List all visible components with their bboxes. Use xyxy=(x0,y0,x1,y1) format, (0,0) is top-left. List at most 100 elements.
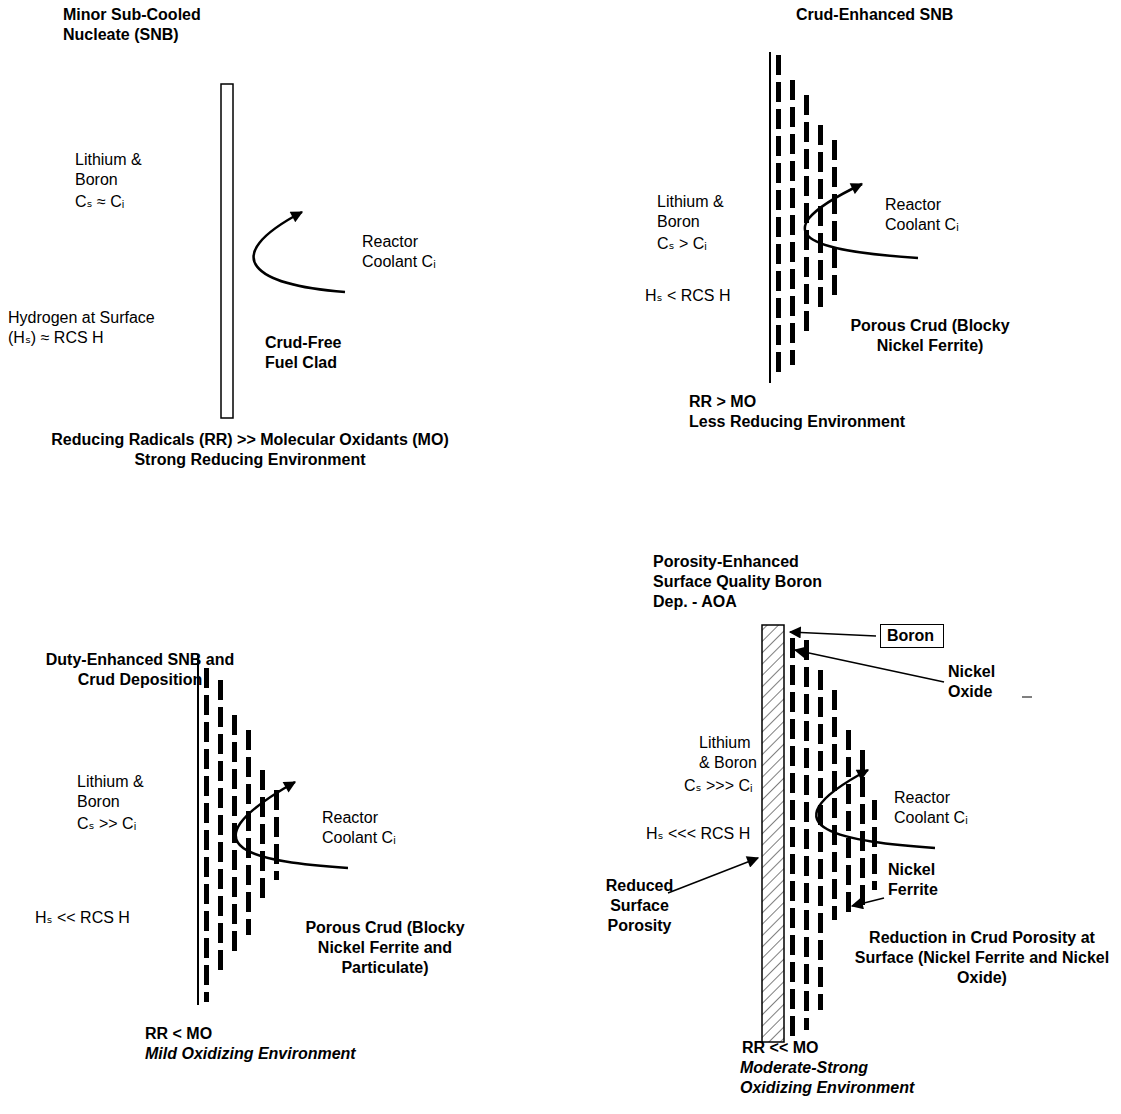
crud-particle xyxy=(818,886,823,906)
crud-particle xyxy=(872,827,877,847)
crud-particle xyxy=(204,803,209,823)
crud-particle xyxy=(204,857,209,877)
crud-particle xyxy=(860,750,865,770)
crud-particle xyxy=(204,884,209,904)
crud-particle xyxy=(790,269,795,289)
annotation-text: Reactor Coolant Cᵢ xyxy=(894,788,989,828)
crud-particle xyxy=(818,125,823,145)
crud-particle xyxy=(818,751,823,771)
annotation-text: Cₛ > Cᵢ xyxy=(657,234,757,254)
annotation-text: Hydrogen at Surface (Hₛ) ≈ RCS H xyxy=(8,308,168,348)
crud-particle xyxy=(776,55,781,75)
fuel-clad xyxy=(221,84,233,418)
crud-particle xyxy=(246,892,251,912)
crud-particle xyxy=(832,906,837,920)
annotation-text: Lithium & Boron xyxy=(75,150,150,190)
crud-particle xyxy=(790,935,795,955)
crud-particle xyxy=(246,730,251,750)
crud-particle xyxy=(790,161,795,181)
crud-particle xyxy=(246,838,251,858)
caption-text: Reducing Radicals (RR) >> Molecular Oxid… xyxy=(35,430,465,470)
crud-particle xyxy=(846,811,851,831)
caption-text: Porous Crud (Blocky Nickel Ferrite) xyxy=(835,316,1025,356)
crud-particle xyxy=(790,719,795,739)
crud-particle xyxy=(804,910,809,930)
annotation-text: Lithium & Boron xyxy=(657,192,732,232)
box-label: Boron xyxy=(887,627,934,644)
leader-line xyxy=(795,650,944,682)
crud-particle xyxy=(776,82,781,102)
crud-particle xyxy=(832,798,837,818)
crud-particle xyxy=(218,680,223,700)
fuel-clad xyxy=(197,655,199,1005)
crud-particle xyxy=(790,800,795,820)
crud-particle xyxy=(790,854,795,874)
crud-particle xyxy=(204,695,209,715)
leader-line xyxy=(790,632,876,636)
annotation-text: Lithium & Boron xyxy=(699,733,759,773)
caption-text: Mild Oxidizing Environment xyxy=(145,1044,405,1064)
crud-particle xyxy=(232,796,237,816)
crud-particle xyxy=(804,883,809,903)
crud-particle xyxy=(804,257,809,277)
crud-particle xyxy=(804,176,809,196)
crud-particle xyxy=(790,215,795,235)
crud-particle xyxy=(818,913,823,933)
crud-particle xyxy=(818,670,823,690)
crud-particle xyxy=(776,136,781,156)
crud-particle xyxy=(832,744,837,764)
crud-particle xyxy=(804,937,809,957)
crud-particle xyxy=(790,638,795,658)
crud-particle xyxy=(832,221,837,241)
crud-particle xyxy=(776,109,781,129)
crud-particle xyxy=(204,776,209,796)
crud-particle xyxy=(218,896,223,916)
crud-particle xyxy=(818,260,823,280)
crud-particle xyxy=(776,352,781,372)
crud-particle xyxy=(818,287,823,307)
annotation-text: Reactor Coolant Cᵢ xyxy=(322,808,417,848)
crud-particle xyxy=(776,325,781,345)
crud-particle xyxy=(832,167,837,187)
crud-particle xyxy=(790,908,795,928)
crud-particle xyxy=(790,80,795,100)
crud-particle xyxy=(790,188,795,208)
crud-particle xyxy=(832,852,837,872)
crud-particle xyxy=(790,350,795,365)
crud-particle xyxy=(776,244,781,264)
annotation-text: Cₛ >>> Cᵢ xyxy=(684,776,756,796)
crud-particle xyxy=(804,802,809,822)
leader-line xyxy=(668,858,758,893)
crud-particle xyxy=(204,911,209,931)
crud-particle xyxy=(776,217,781,237)
crud-particle xyxy=(804,829,809,849)
crud-particle xyxy=(218,815,223,835)
caption-text: Porosity-Enhanced Surface Quality Boron … xyxy=(653,552,853,612)
crud-particle xyxy=(776,271,781,291)
crud-particle xyxy=(204,992,209,1002)
crud-particle xyxy=(846,865,851,885)
crud-particle xyxy=(846,757,851,777)
caption-text: Moderate-Strong Oxidizing Environment xyxy=(740,1058,930,1098)
crud-particle xyxy=(246,784,251,804)
crud-particle xyxy=(232,877,237,897)
crud-particle xyxy=(790,692,795,712)
leader-line xyxy=(852,898,884,906)
caption-text: RR << MO xyxy=(742,1038,842,1058)
annotation-text: Hₛ < RCS H xyxy=(645,286,760,306)
crud-particle xyxy=(818,859,823,879)
crud-particle xyxy=(860,804,865,824)
crud-particle xyxy=(232,742,237,762)
crud-particle xyxy=(818,724,823,744)
crud-particle xyxy=(804,122,809,142)
crud-particle xyxy=(818,832,823,852)
crud-particle xyxy=(804,775,809,795)
annotation-text: Hₛ << RCS H xyxy=(35,908,185,928)
crud-particle xyxy=(804,1018,809,1030)
crud-particle xyxy=(818,152,823,172)
crud-particle xyxy=(790,134,795,154)
crud-particle xyxy=(776,298,781,318)
crud-particle xyxy=(204,722,209,742)
